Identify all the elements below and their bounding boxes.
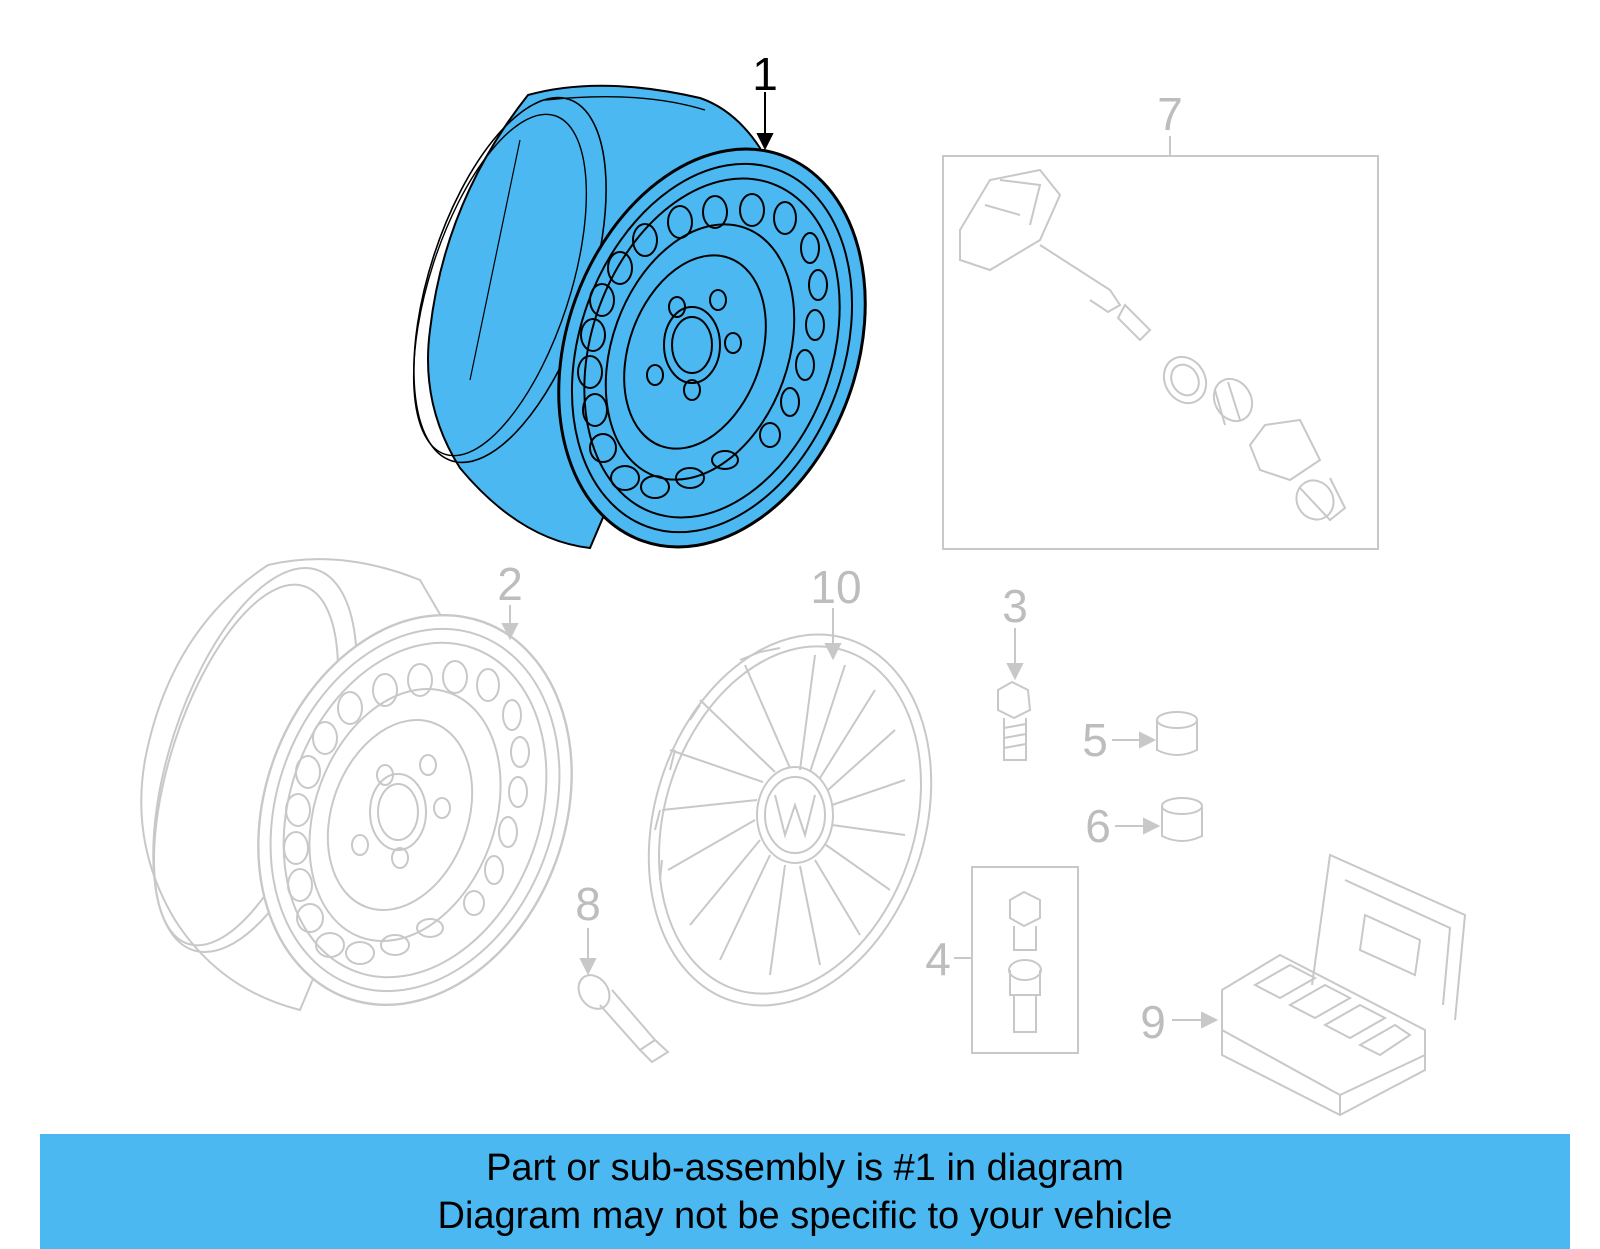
leader-arrows — [501, 92, 1219, 1029]
banner-line-1: Part or sub-assembly is #1 in diagram — [486, 1147, 1124, 1189]
info-banner: Part or sub-assembly is #1 in diagram Di… — [40, 1134, 1570, 1249]
part-4-locking-bolt-set[interactable] — [971, 866, 1079, 1054]
callout-8: 8 — [575, 878, 601, 930]
callout-4: 4 — [925, 933, 951, 985]
callout-3: 3 — [1002, 580, 1028, 632]
part-9-tool-case[interactable] — [1221, 853, 1467, 1117]
part-3-wheel-bolt[interactable] — [997, 680, 1032, 761]
callout-6: 6 — [1085, 800, 1111, 852]
callout-10: 10 — [810, 561, 861, 613]
part-6-bolt-cap[interactable] — [1161, 797, 1203, 842]
part-10-wheel-cover[interactable] — [603, 598, 977, 1043]
callout-5: 5 — [1082, 714, 1108, 766]
banner-line-2: Diagram may not be specific to your vehi… — [437, 1195, 1173, 1237]
callout-9: 9 — [1140, 996, 1166, 1048]
part-2-steel-wheel[interactable] — [112, 544, 624, 1050]
part-8-valve-stem[interactable] — [572, 969, 670, 1064]
part-5-bolt-cap[interactable] — [1156, 711, 1198, 756]
part-1-steel-wheel[interactable] — [375, 75, 918, 591]
callout-1: 1 — [752, 48, 778, 100]
callout-7: 7 — [1157, 88, 1183, 140]
callout-2: 2 — [497, 558, 523, 610]
part-7-tpms-sensor-kit[interactable] — [942, 155, 1379, 550]
